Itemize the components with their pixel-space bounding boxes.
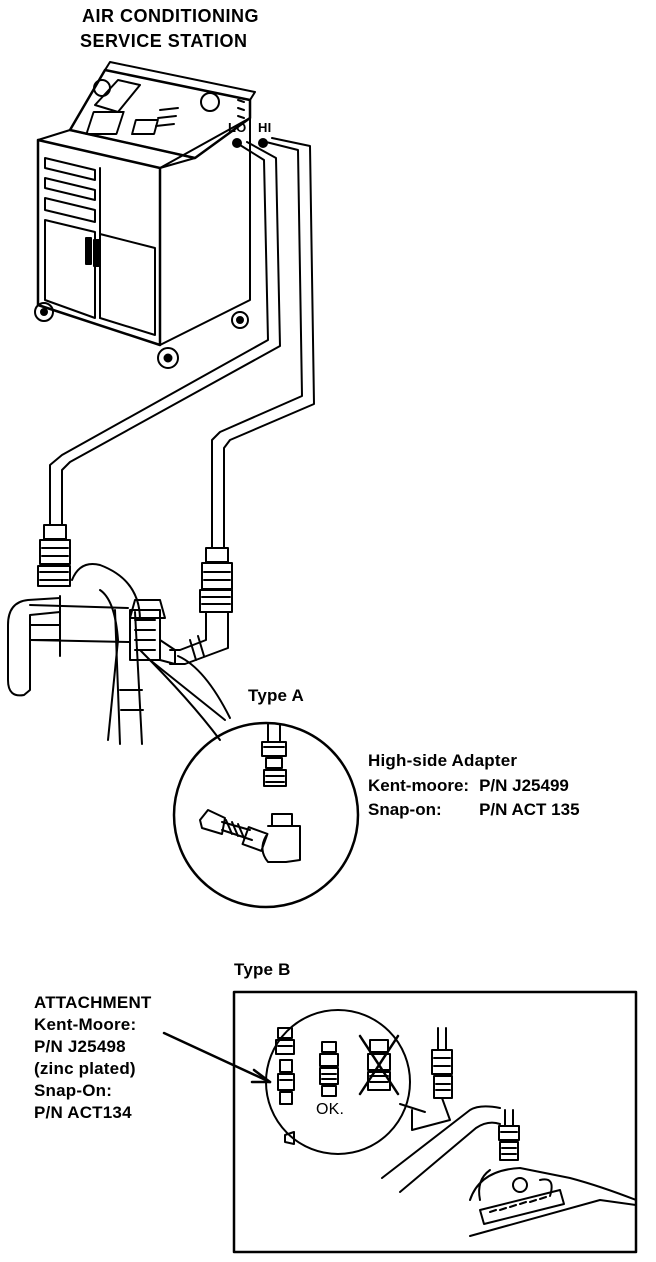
type-a-label: Type A: [248, 686, 304, 705]
station-title-line-2: SERVICE STATION: [80, 31, 248, 51]
ok-label: OK.: [316, 1101, 345, 1118]
adapter-row: Kent-moore: P/N J25499: [368, 774, 590, 798]
lo-side-coupler: [37, 524, 71, 587]
attachment-info: ATTACHMENT Kent-Moore: P/N J25498 (zinc …: [34, 992, 152, 1124]
hi-hose: [211, 137, 315, 549]
adapter-part-number: P/N J25499: [479, 776, 569, 795]
high-side-adapter-title: High-side Adapter: [368, 751, 518, 770]
hi-port-label: HI: [258, 120, 272, 135]
adapter-brand: Kent-moore:: [368, 776, 470, 795]
type-a-magnifier: [172, 721, 360, 909]
attachment-line: P/N J25498: [34, 1037, 126, 1056]
hi-side-coupler: [169, 547, 233, 665]
attachment-line: Kent-Moore:: [34, 1015, 137, 1034]
adapter-part-table: Kent-moore: P/N J25499 Snap-on: P/N ACT …: [368, 774, 590, 822]
service-station-cabinet: [34, 61, 268, 369]
lo-hose: [49, 141, 281, 526]
attachment-line: Snap-On:: [34, 1081, 113, 1100]
adapter-part-number: P/N ACT 135: [479, 800, 580, 819]
adapter-row: Snap-on: P/N ACT 135: [368, 798, 590, 822]
type-b-label: Type B: [234, 960, 291, 979]
type-b-detail-box: [232, 990, 638, 1254]
refrigerant-lines: [7, 563, 231, 745]
attachment-arrow: [162, 1031, 272, 1084]
lo-port-label: LO: [228, 120, 247, 135]
adapter-brand: Snap-on:: [368, 800, 442, 819]
station-title-line-1: AIR CONDITIONING: [82, 6, 259, 26]
attachment-line: P/N ACT134: [34, 1103, 132, 1122]
attachment-line: ATTACHMENT: [34, 993, 152, 1012]
attachment-line: (zinc plated): [34, 1059, 136, 1078]
high-side-adapter-info: High-side Adapter Kent-moore: P/N J25499…: [368, 748, 590, 822]
